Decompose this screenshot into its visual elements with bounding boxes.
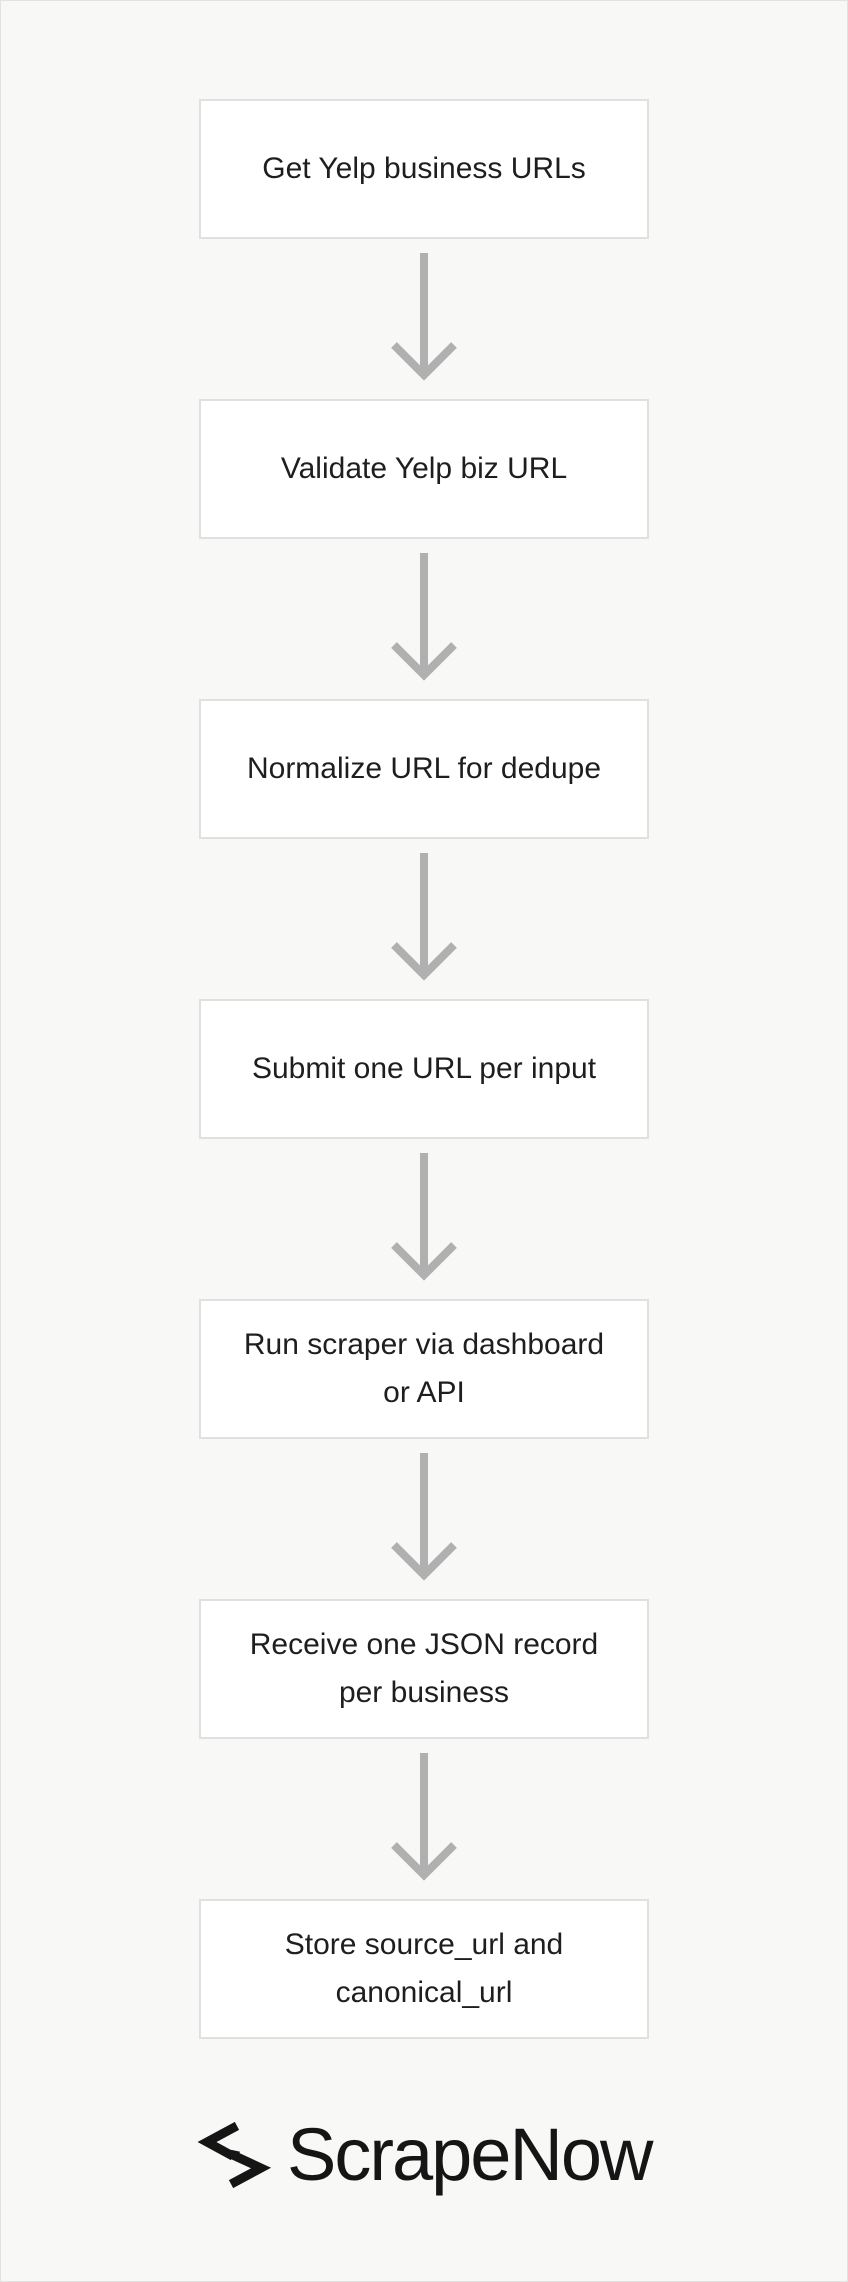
step-label: Store source_url and canonical_url	[284, 1928, 564, 2009]
down-arrow-icon	[391, 553, 457, 681]
step-label: Normalize URL for dedupe	[246, 752, 602, 785]
scrapenow-logo-icon	[197, 2122, 272, 2188]
down-arrow-icon	[391, 1453, 457, 1581]
step-run-scraper: Run scraper via dashboard or API	[199, 1299, 649, 1439]
brand-logo: ScrapeNow	[195, 2113, 654, 2196]
step-label: Run scraper via dashboard or API	[243, 1328, 605, 1409]
step-receive-json: Receive one JSON record per business	[199, 1599, 649, 1739]
step-validate-url: Validate Yelp biz URL	[199, 399, 649, 539]
down-arrow-icon	[391, 1753, 457, 1881]
step-store-urls: Store source_url and canonical_url	[199, 1899, 649, 2039]
down-arrow-icon	[391, 253, 457, 381]
step-label: Submit one URL per input	[251, 1052, 597, 1085]
step-label: Receive one JSON record per business	[249, 1628, 599, 1709]
step-label: Get Yelp business URLs	[262, 152, 586, 185]
down-arrow-icon	[391, 1153, 457, 1281]
step-submit-url: Submit one URL per input	[199, 999, 649, 1139]
brand-name: ScrapeNow	[287, 2113, 654, 2196]
step-get-urls: Get Yelp business URLs	[199, 99, 649, 239]
step-label: Validate Yelp biz URL	[280, 452, 568, 485]
flowchart: Get Yelp business URLs Validate Yelp biz…	[199, 99, 649, 2039]
step-normalize-url: Normalize URL for dedupe	[199, 699, 649, 839]
down-arrow-icon	[391, 853, 457, 981]
